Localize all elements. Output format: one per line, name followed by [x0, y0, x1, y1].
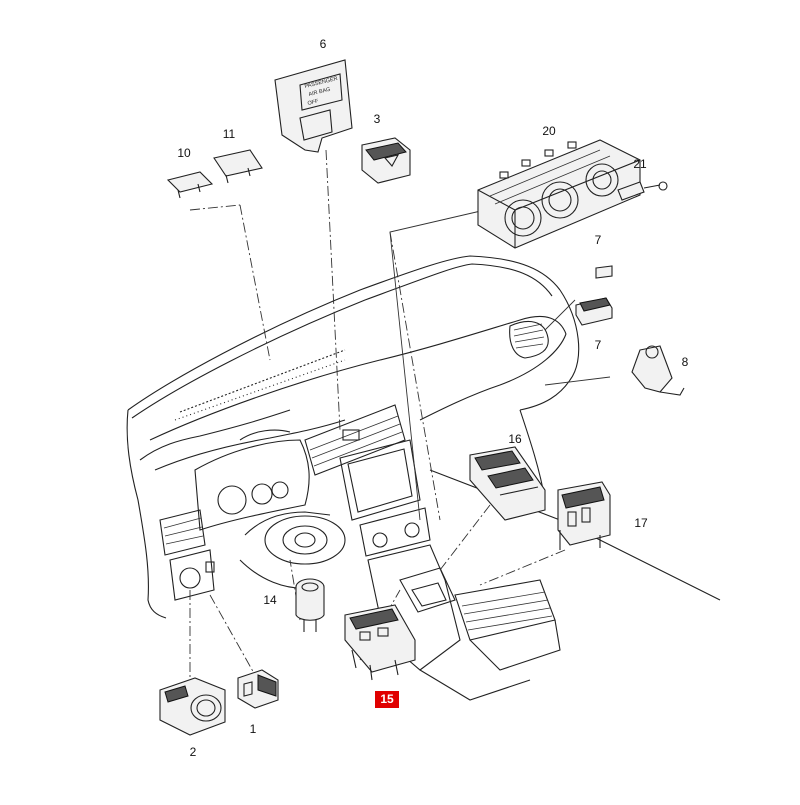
callout-4: 6	[319, 37, 327, 51]
callout-21: 21	[633, 157, 647, 171]
airbag-text-line-3: OFF	[307, 98, 320, 107]
callout-16: 16	[508, 432, 522, 446]
callout-20: 20	[542, 124, 556, 138]
small-switch-1	[237, 669, 279, 709]
callout-6: 7	[594, 233, 602, 247]
covers-10-11	[166, 149, 263, 199]
window-switch-block-16	[469, 446, 546, 521]
callout-14: 14	[263, 593, 277, 607]
airbag-off-panel: PASSENGER AIR BAG OFF	[274, 59, 353, 153]
callout-17: 17	[634, 516, 648, 530]
console-switch-15	[344, 604, 416, 681]
climate-control-unit	[477, 139, 641, 249]
callout-3: 3	[373, 112, 381, 126]
callout-8: 8	[681, 355, 689, 369]
dashboard-outline	[126, 255, 721, 701]
callout-1: 1	[249, 722, 257, 736]
small-switches-6-7	[575, 265, 613, 326]
light-switch-2	[159, 677, 226, 736]
airbag-text-line-2: AIR BAG	[308, 87, 331, 98]
leader-lines	[189, 149, 611, 680]
hazard-switch	[361, 137, 411, 184]
callout-11: 11	[222, 127, 236, 141]
callout-15-highlighted: 15	[375, 691, 399, 708]
callout-7: 7	[594, 338, 602, 352]
start-button-14	[295, 578, 325, 632]
sensor-bracket-8	[631, 345, 685, 396]
callout-2: 2	[189, 745, 197, 759]
temperature-sensor	[617, 181, 668, 201]
callout-10: 10	[177, 146, 191, 160]
mirror-switch-17	[557, 481, 611, 550]
